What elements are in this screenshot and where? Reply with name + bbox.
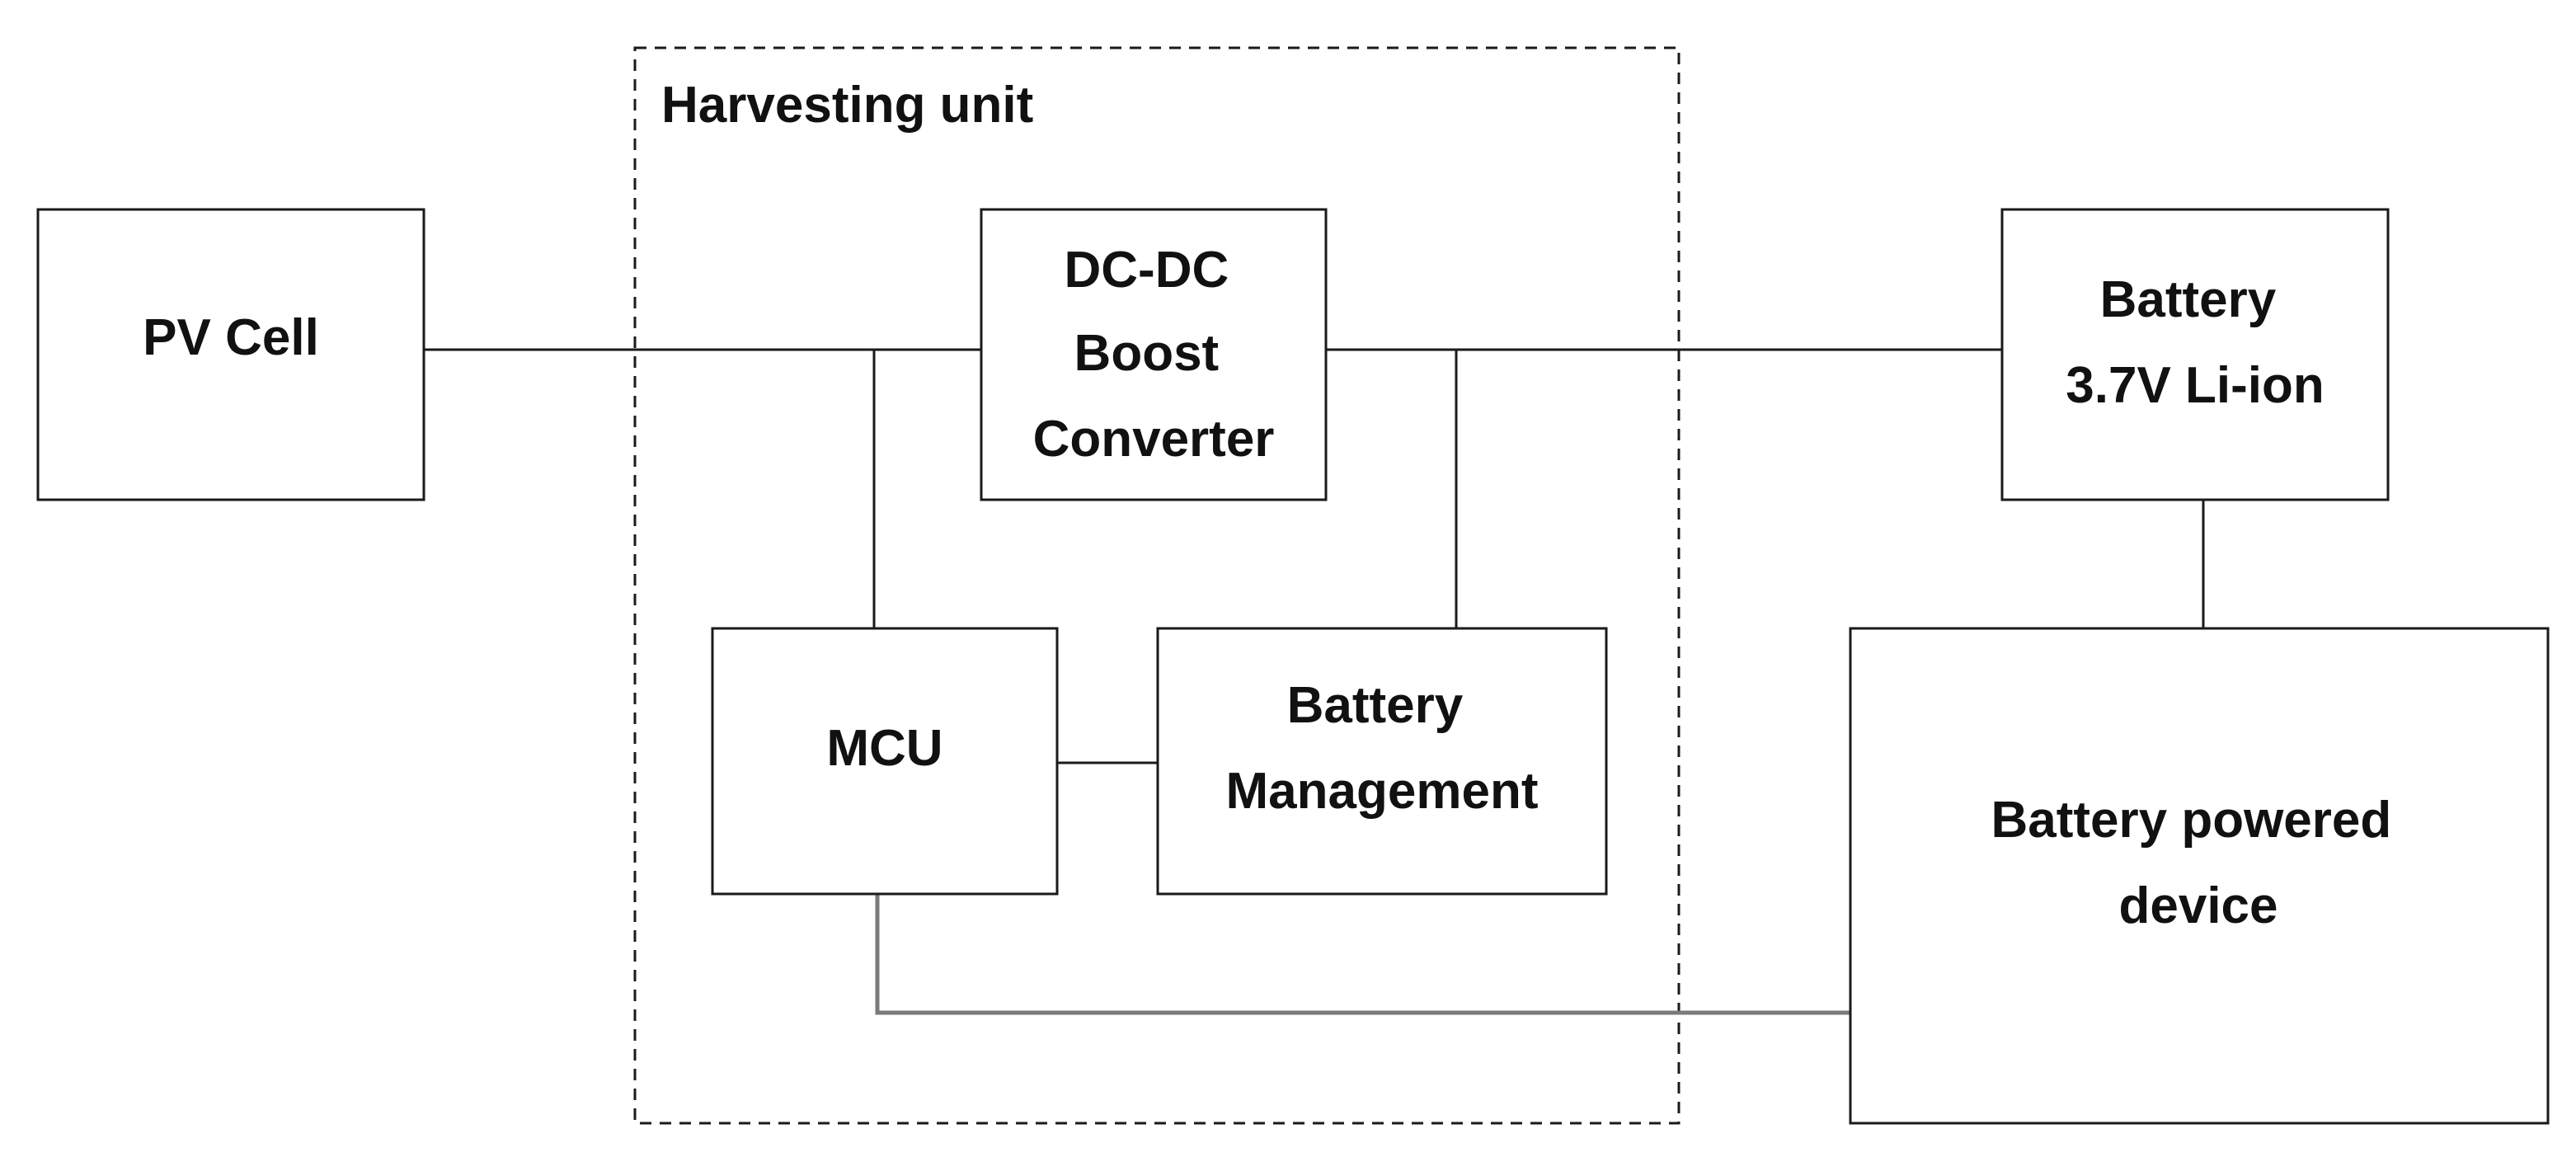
connection-wires [424,348,2205,1015]
battery-management-label: Battery Management [1226,677,1539,820]
mcu-label: MCU [826,720,942,777]
harvesting-unit-title: Harvesting unit [661,77,1033,134]
battery-label: Battery 3.7V Li-ion [2066,271,2324,414]
dc-dc-boost-converter-label: DC-DC Boost Converter [1033,242,1275,468]
harvesting-unit-border [633,46,1681,1125]
battery-block: Battery 3.7V Li-ion [2000,208,2390,501]
wire-mcu-to-device [875,894,1850,1015]
mcu-block: MCU [711,627,1059,896]
battery-powered-device-block: Battery powered device [1849,627,2550,1125]
pv-cell-label: PV Cell [143,309,319,366]
battery-powered-device-label: Battery powered device [1991,792,2405,934]
battery-management-block: Battery Management [1156,627,1608,896]
pv-cell-block: PV Cell [36,208,425,501]
dc-dc-boost-converter-block: DC-DC Boost Converter [980,208,1328,501]
